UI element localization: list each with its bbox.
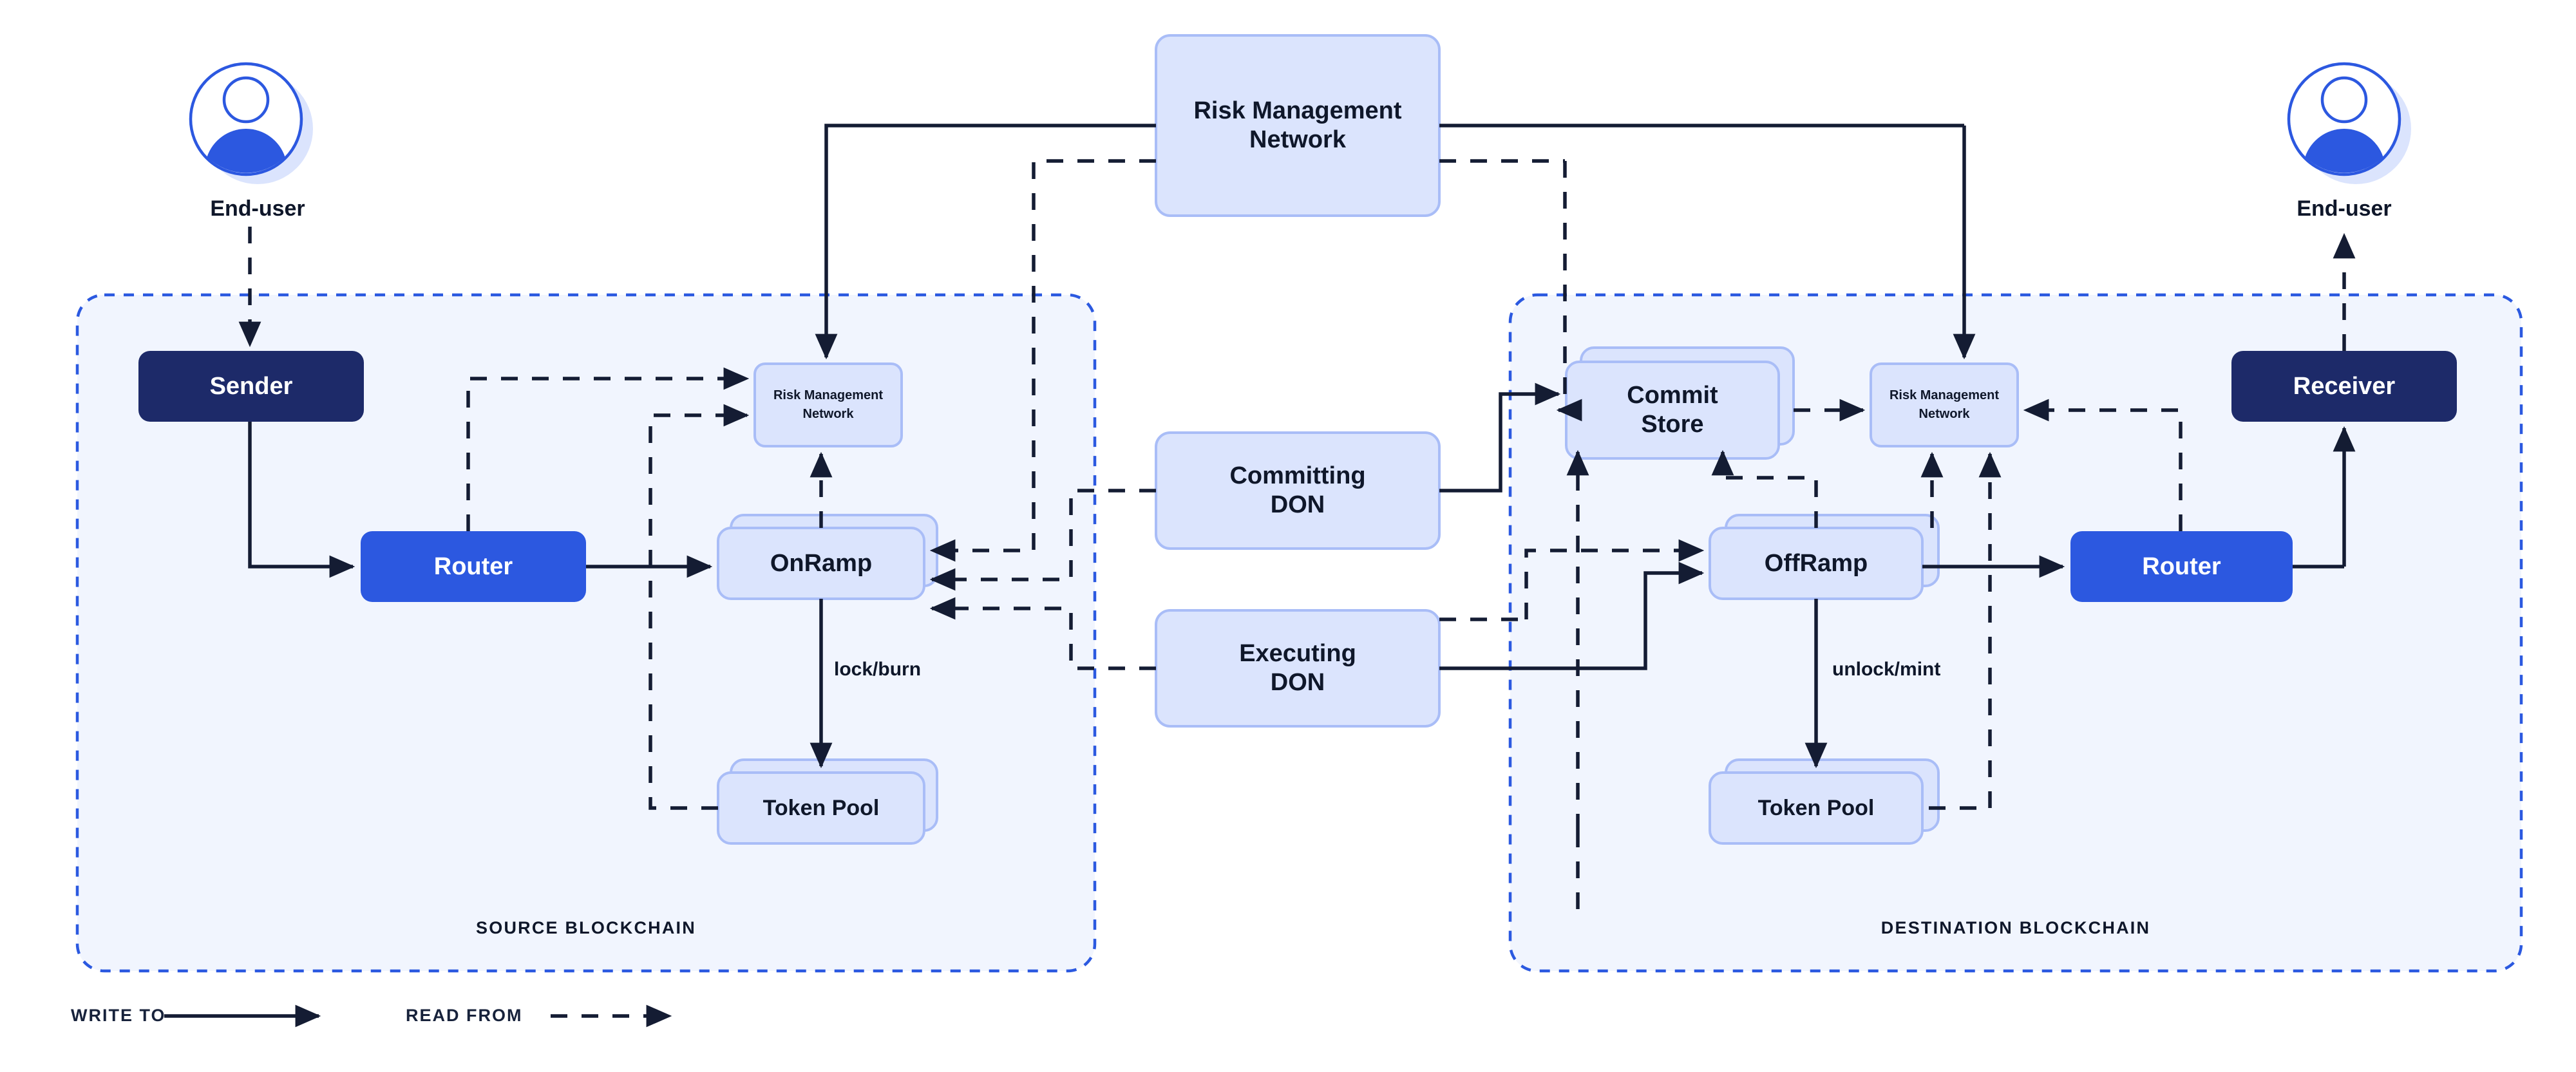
edge-committing-don-to-onramp	[929, 489, 1156, 591]
receiver-box[interactable]	[2231, 351, 2457, 422]
risk-management-network-top-box[interactable]	[1155, 34, 1441, 217]
edge-executing-don-read-offramp	[1524, 539, 1705, 619]
edge-top-rmn-to-source-rmn	[815, 124, 1156, 360]
edge-top-rmn-to-commit-store	[1556, 161, 1582, 422]
edge-executing-don-to-offramp	[1439, 561, 1705, 670]
source-risk-management-network-box[interactable]	[753, 362, 903, 447]
offramp-box[interactable]	[1709, 527, 1924, 600]
destination-user-avatar-icon	[2287, 62, 2411, 184]
source-router-box[interactable]	[361, 531, 586, 602]
sender-box[interactable]	[138, 351, 364, 422]
destination-router-box[interactable]	[2070, 531, 2293, 602]
committing-don-box[interactable]	[1155, 431, 1441, 550]
edge-executing-don-to-onramp	[929, 597, 1156, 670]
commit-store-box[interactable]	[1565, 361, 1780, 460]
onramp-box[interactable]	[717, 527, 925, 600]
edge-top-rmn-to-onramp	[929, 159, 1156, 562]
destination-token-pool-box[interactable]	[1709, 771, 1924, 845]
destination-risk-management-network-box[interactable]	[1870, 362, 2019, 447]
source-token-pool-box[interactable]	[717, 771, 925, 845]
edge-committing-don-to-commit-store	[1439, 382, 1561, 493]
source-user-avatar-icon	[189, 62, 313, 184]
edge-source-token-pool-to-source-rmn	[649, 404, 750, 810]
edge-offramp-to-commit-store	[1711, 449, 1818, 528]
executing-don-box[interactable]	[1155, 609, 1441, 728]
edge-destination-router-to-destination-rmn	[2023, 399, 2183, 531]
edge-sender-to-router	[248, 422, 355, 578]
